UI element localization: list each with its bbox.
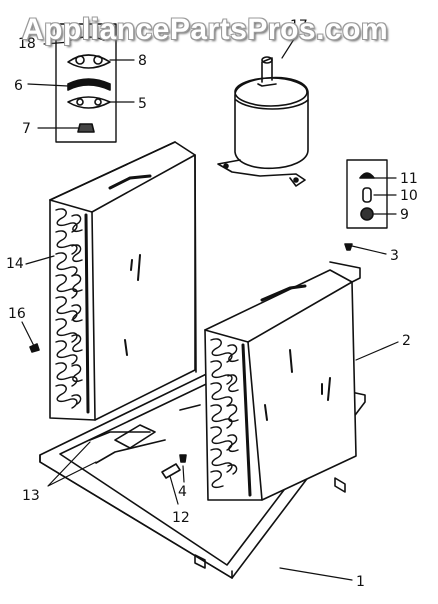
callout-3: 3 xyxy=(390,248,399,264)
callout-1: 1 xyxy=(356,574,365,590)
right-coil xyxy=(204,261,361,501)
callout-14: 14 xyxy=(6,256,24,272)
callout-13: 13 xyxy=(22,488,40,504)
callout-9: 9 xyxy=(400,207,409,223)
callout-7: 7 xyxy=(22,121,31,137)
leader-lines xyxy=(21,35,399,581)
callout-6: 6 xyxy=(14,78,23,94)
callout-numbers: 18 8 6 5 7 17 11 10 9 3 2 14 16 4 12 13 … xyxy=(6,18,418,590)
right-parts-panel xyxy=(346,159,388,229)
watermark: AppliancePartsPros.com xyxy=(22,13,389,46)
compressor xyxy=(217,56,309,187)
callout-10: 10 xyxy=(400,188,418,204)
callout-11: 11 xyxy=(400,171,418,187)
callout-17: 17 xyxy=(290,18,308,34)
callout-18: 18 xyxy=(18,36,36,52)
callout-16: 16 xyxy=(8,306,26,322)
callout-5: 5 xyxy=(138,96,147,112)
callout-4: 4 xyxy=(178,484,187,500)
callout-2: 2 xyxy=(402,333,411,349)
callout-12: 12 xyxy=(172,510,190,526)
left-coil xyxy=(49,141,197,421)
hardware xyxy=(29,243,353,479)
callout-8: 8 xyxy=(138,53,147,69)
